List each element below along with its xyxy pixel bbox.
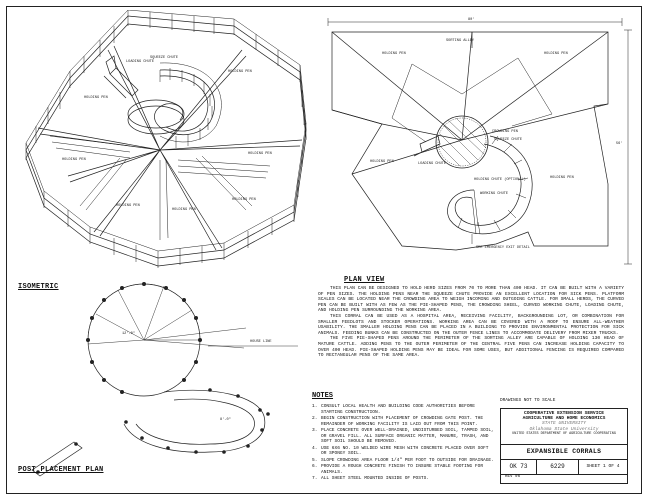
plan-label-crowding-pen: CROWDING PEN [492, 130, 518, 134]
note-item: 5.SLOPE CROWDING AREA FLOOR 1/4" PER FOO… [312, 457, 494, 463]
post-plan-label-radius-a: 12'-0" [122, 331, 135, 336]
iso-label-holding-pen-f: HOLDING PEN [232, 198, 256, 202]
drawing-sheet [6, 6, 642, 494]
isometric-working-chute [154, 62, 222, 148]
description-text: THIS PLAN CAN BE DESIGNED TO HOLD HERD S… [318, 286, 624, 359]
isometric-crowding-tub [127, 99, 185, 135]
isometric-inner-rails [49, 135, 271, 240]
isometric-loading-chute [103, 55, 139, 99]
org-line-1: COOPERATIVE EXTENSION SERVICE [524, 411, 604, 416]
description-paragraph-3: THE FIVE PIE-SHAPED PENS AROUND THE PERI… [318, 336, 624, 359]
drawing-title: EXPANSIBLE CORRALS [501, 445, 627, 460]
notes-title: NOTES [312, 392, 334, 400]
plan-working-chute [447, 135, 533, 235]
note-item: 4.USE 6X6 NO. 10 WELDED WIRE MESH WITH C… [312, 445, 489, 457]
note-item: 2.BEGIN CONSTRUCTION WITH PLACEMENT OF C… [312, 416, 484, 427]
not-to-scale-label: DRAWINGS NOT TO SCALE [500, 398, 556, 403]
isometric-pen-dividers [37, 45, 303, 251]
iso-label-squeeze-chute: SQUEEZE CHUTE [150, 56, 178, 60]
plan-loading-chute [413, 135, 441, 157]
plan-inner-ring [391, 57, 553, 143]
isometric-view-title: ISOMETRIC [18, 283, 59, 291]
title-block-id-row: OK 73 6229 SHEET 1 OF 4 [501, 459, 627, 475]
plan-label-pen-d: HOLDING PEN [370, 160, 394, 164]
plan-number: 6229 [537, 459, 579, 474]
note-item: 7.ALL SHEET STEEL MOUNTED INSIDE OF POST… [312, 476, 430, 481]
note-item: 1.CONSULT LOCAL HEALTH AND BUILDING CODE… [312, 404, 475, 415]
iso-label-holding-pen-c: HOLDING PEN [62, 158, 86, 162]
plan-outer-fence [331, 31, 609, 251]
plan-label-working-chute: WORKING CHUTE [480, 192, 508, 196]
post-plan-label-radius-b: 8'-0" [220, 417, 231, 422]
title-block: COOPERATIVE EXTENSION SERVICE AGRICULTUR… [500, 408, 628, 484]
post-placement-drawing: HOUSE LINE 12'-0" 8'-0" [31, 282, 298, 477]
post-plan-gate-arc [87, 283, 201, 341]
org-line-4: Oklahoma State University [529, 426, 599, 432]
org-line-3: STATE UNIVERSITY [541, 421, 587, 427]
isometric-drawing: LOADING CHUTE SQUEEZE CHUTE HOLDING PEN … [25, 10, 307, 268]
iso-label-holding-pen-g: HOLDING PEN [248, 152, 272, 156]
isometric-fence-posts [25, 10, 307, 268]
description-paragraph-2: THIS CORRAL CAN BE USED AS A HOSPITAL AR… [318, 313, 624, 336]
org-line-5: UNITED STATES DEPARTMENT OF AGRICULTURE … [512, 431, 616, 436]
title-block-organization: COOPERATIVE EXTENSION SERVICE AGRICULTUR… [501, 409, 627, 445]
post-plan-radials [87, 285, 247, 349]
iso-label-holding-pen-b: HOLDING PEN [84, 96, 108, 100]
plan-label-pen-a: HOLDING PEN [382, 52, 406, 56]
post-plan-posts [36, 282, 270, 474]
revision-label: REV 96 [505, 475, 521, 479]
plan-label-emergency-exit: SEE EMERGENCY EXIT DETAIL [476, 246, 530, 250]
plan-label-loading-chute: LOADING CHUTE [418, 162, 446, 166]
post-plan-chute [123, 389, 266, 453]
isometric-outer-fence [25, 10, 307, 267]
plan-label-holding-chute: HOLDING CHUTE (OPTIONAL) [474, 177, 526, 182]
plan-dimension-lines [327, 18, 632, 265]
notes-list: 1.CONSULT LOCAL HEALTH AND BUILDING CODE… [312, 404, 494, 483]
note-item: 3.PLACE CONCRETE OVER WELL-DRAINED, UNDI… [312, 428, 494, 444]
note-item: 6.PROVIDE A ROUGH CONCRETE FINISH TO INS… [312, 464, 484, 475]
iso-label-holding-pen-e: HOLDING PEN [172, 208, 196, 212]
description-paragraph-1: THIS PLAN CAN BE DESIGNED TO HOLD HERD S… [318, 286, 624, 314]
iso-label-holding-pen-a: HOLDING PEN [228, 70, 252, 74]
org-line-2: AGRICULTURE AND HOME ECONOMICS [522, 416, 606, 422]
post-placement-title: POST PLACEMENT PLAN [18, 466, 104, 474]
post-plan-label-house-line: HOUSE LINE [250, 340, 272, 344]
post-plan-loading-chute [31, 441, 83, 477]
plan-view-drawing: 80' 56' SORTING ALLEY CROWDING PEN SQUEE… [327, 17, 632, 265]
plan-view-title: PLAN VIEW [344, 276, 385, 284]
iso-label-loading-chute: LOADING CHUTE [126, 60, 154, 64]
plan-label-sorting-alley: SORTING ALLEY [446, 39, 475, 43]
plan-dim-side: 56' [616, 141, 622, 146]
plan-label-squeeze-chute: SQUEEZE CHUTE [494, 138, 522, 142]
plan-label-pen-c: HOLDING PEN [550, 176, 574, 180]
state-code: OK 73 [501, 459, 537, 474]
sheet-number: SHEET 1 OF 4 [586, 464, 620, 469]
plan-label-pen-b: HOLDING PEN [544, 52, 568, 56]
iso-label-holding-pen-d: HOLDING PEN [116, 204, 140, 208]
plan-crowding-tub [435, 115, 489, 169]
plan-dim-top: 80' [468, 17, 474, 22]
